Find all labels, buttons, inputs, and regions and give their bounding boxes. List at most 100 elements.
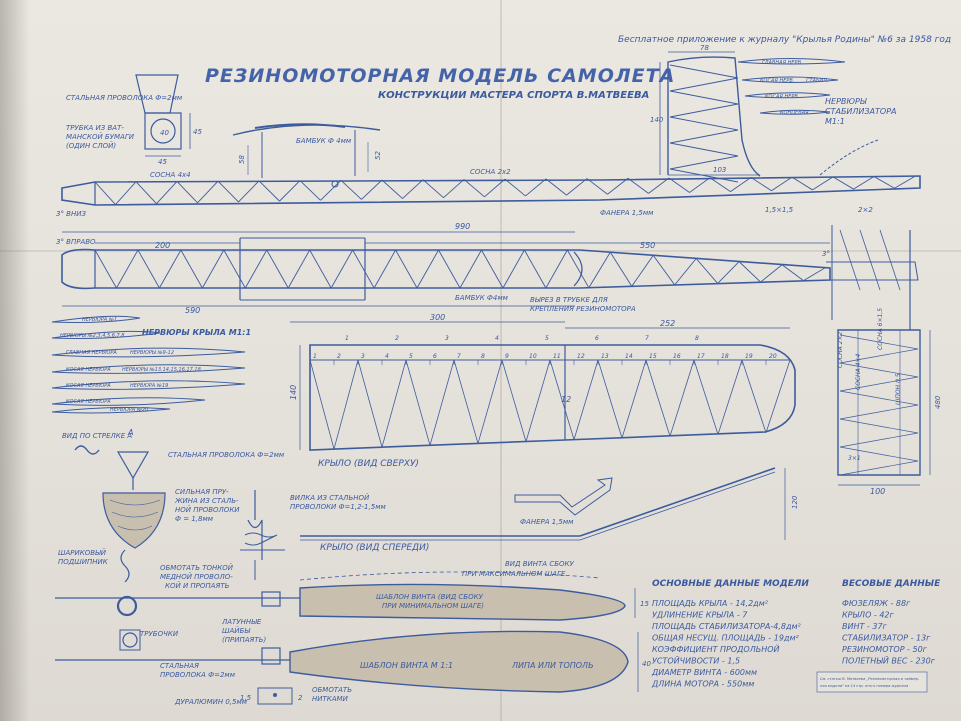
wing-rib-number-top: 4	[495, 335, 499, 342]
truss-strut	[238, 180, 260, 203]
dim-990: 990	[455, 222, 470, 231]
footnote-line-2: ная модели" на 14 стр. этого номера журн…	[820, 684, 908, 688]
basic-data-header: ОСНОВНЫЕ ДАННЫЕ МОДЕЛИ	[652, 579, 809, 589]
wing-rib-number-top: 1	[345, 335, 349, 342]
truss-strut	[357, 359, 383, 448]
wing-rib-number: 1	[313, 353, 317, 360]
wing-rib-number: 5	[409, 353, 413, 360]
truss-strut	[477, 359, 503, 444]
label-pine-4x4: СОСНА 4х4	[150, 171, 191, 179]
basic-data-row: ДЛИНА МОТОРА - 550мм	[651, 680, 754, 689]
stab-rib-label-2: КОСАЯ НЕРВ.	[760, 78, 794, 84]
label-spring-2: ЖИНА ИЗ СТАЛЬ-	[174, 497, 239, 505]
truss-strut	[771, 176, 793, 192]
weight-data-header: ВЕСОВЫЕ ДАННЫЕ	[842, 579, 941, 589]
label-tube-2: МАНСКОЙ БУМАГИ	[66, 132, 135, 141]
truss-strut	[566, 178, 588, 196]
motor-tube-detail: 40 45 45	[135, 74, 202, 166]
label-plywood-1: ФАНЕРА 1,5мм	[600, 209, 654, 217]
truss-strut	[648, 177, 670, 194]
truss-strut	[803, 267, 826, 282]
label-steel-wire-c-1: СТАЛЬНАЯ	[160, 662, 199, 670]
truss-strut	[738, 261, 761, 283]
truss-strut	[333, 359, 359, 450]
stab-rib-label-5: КОНЦЕВАЯ	[780, 110, 809, 116]
truss-strut	[258, 180, 280, 202]
truss-strut	[669, 90, 739, 105]
truss-strut	[94, 181, 116, 205]
stabilizer-ribs: ГЛАВНАЯ НЕРВ. КОСАЯ НЕРВ. СТАБИЛ. КОСАЯ …	[737, 58, 846, 116]
truss-strut	[781, 264, 804, 281]
truss-strut	[839, 390, 919, 406]
truss-strut	[669, 103, 739, 118]
footnote-box: См. статью В. Матвеева „Резиномоторная и…	[816, 671, 928, 693]
label-right-3x1: 3×1	[848, 455, 861, 462]
truss-strut	[484, 178, 506, 198]
stab-rib-label-1: ГЛАВНАЯ НЕРВ.	[762, 60, 803, 66]
wing-rib-number: 17	[697, 353, 705, 360]
truss-strut	[381, 359, 407, 448]
truss-strut	[501, 359, 527, 442]
label-fork-1: ВИЛКА ИЗ СТАЛЬНОЙ	[290, 493, 370, 502]
wing-rib-number: 13	[601, 353, 609, 360]
truss-strut	[832, 176, 854, 190]
wing-rib-number: 19	[745, 353, 753, 360]
truss-strut	[669, 168, 739, 183]
vertical-fin: 78 140 103	[650, 44, 761, 183]
label-right-pine-1: СОСНА 2×2	[837, 332, 844, 368]
wing-rib-number-top: 6	[595, 335, 599, 342]
dim-15-prop: 15	[640, 600, 649, 608]
dim-45-v: 45	[193, 128, 202, 136]
truss-strut	[381, 179, 403, 199]
wing-rib-label-1: НЕРВЮРА №1	[82, 317, 117, 323]
wing-center-number: 12	[561, 395, 571, 404]
wing-rib-number: 3	[361, 353, 365, 360]
label-washers-3: (ПРИПАЯТЬ)	[222, 636, 266, 644]
wing-rib-number-top: 8	[695, 335, 699, 342]
truss-strut	[463, 179, 485, 198]
truss-strut	[395, 249, 418, 289]
basic-data-row: УСТОЙЧИВОСТИ - 1,5	[652, 655, 740, 666]
wing-top-view: 300 252 140 12	[289, 313, 796, 451]
truss-strut	[839, 418, 919, 434]
footnote-line-1: См. статью В. Матвеева „Резиномоторная и…	[820, 677, 920, 681]
truss-strut	[760, 264, 783, 283]
truss-strut	[352, 249, 375, 289]
truss-strut	[839, 376, 919, 392]
dim-590: 590	[185, 306, 200, 315]
label-wrap-thread-1: ОБМОТАТЬ	[312, 686, 352, 694]
wing-rib-number: 15	[649, 353, 657, 360]
dim-480: 480	[934, 395, 942, 409]
stab-rib-label-3: СТАБИЛ.	[806, 78, 829, 84]
label-tube-1: ТРУБКА ИЗ ВАТ-	[66, 124, 124, 132]
wing-rib-number: 2	[337, 353, 341, 360]
truss-strut	[217, 180, 239, 203]
truss-strut	[693, 359, 719, 435]
wing-rib-label-5: КОСАЯ НЕРВЮРА	[66, 367, 111, 373]
dim-78: 78	[700, 44, 709, 52]
truss-strut	[429, 359, 455, 446]
wing-rib-number: 8	[481, 353, 485, 360]
label-cutout-2: КРЕПЛЕНИЯ РЕЗИНОМОТОРА	[530, 305, 636, 313]
truss-strut	[669, 155, 739, 170]
truss-strut	[631, 255, 654, 287]
stab-rib-label-4: КОСАЯ НЕРВ.	[765, 94, 799, 100]
truss-strut	[525, 359, 551, 442]
label-stab-ribs-2: СТАБИЛИЗАТОРА	[825, 107, 897, 116]
truss-strut	[812, 176, 834, 191]
label-tubes: ТРУБОЧКИ	[140, 630, 179, 638]
wing-mount-side: 58 52	[232, 123, 382, 178]
label-washers-1: ЛАТУННЫЕ	[221, 618, 262, 626]
truss-strut	[741, 359, 767, 433]
truss-strut	[839, 432, 919, 448]
truss-strut	[839, 348, 919, 364]
truss-strut	[159, 249, 182, 289]
truss-strut	[839, 362, 919, 378]
truss-strut	[481, 249, 504, 289]
truss-strut	[504, 178, 526, 197]
wing-rib-label-6: НЕРВЮРЫ №13,14,15,16,17,18	[122, 367, 201, 373]
dim-200: 200	[155, 241, 170, 250]
wing-rib-label-2: НЕРВЮРЫ №2,3,4,5,6,7,8	[60, 333, 124, 339]
truss-strut	[422, 179, 444, 199]
